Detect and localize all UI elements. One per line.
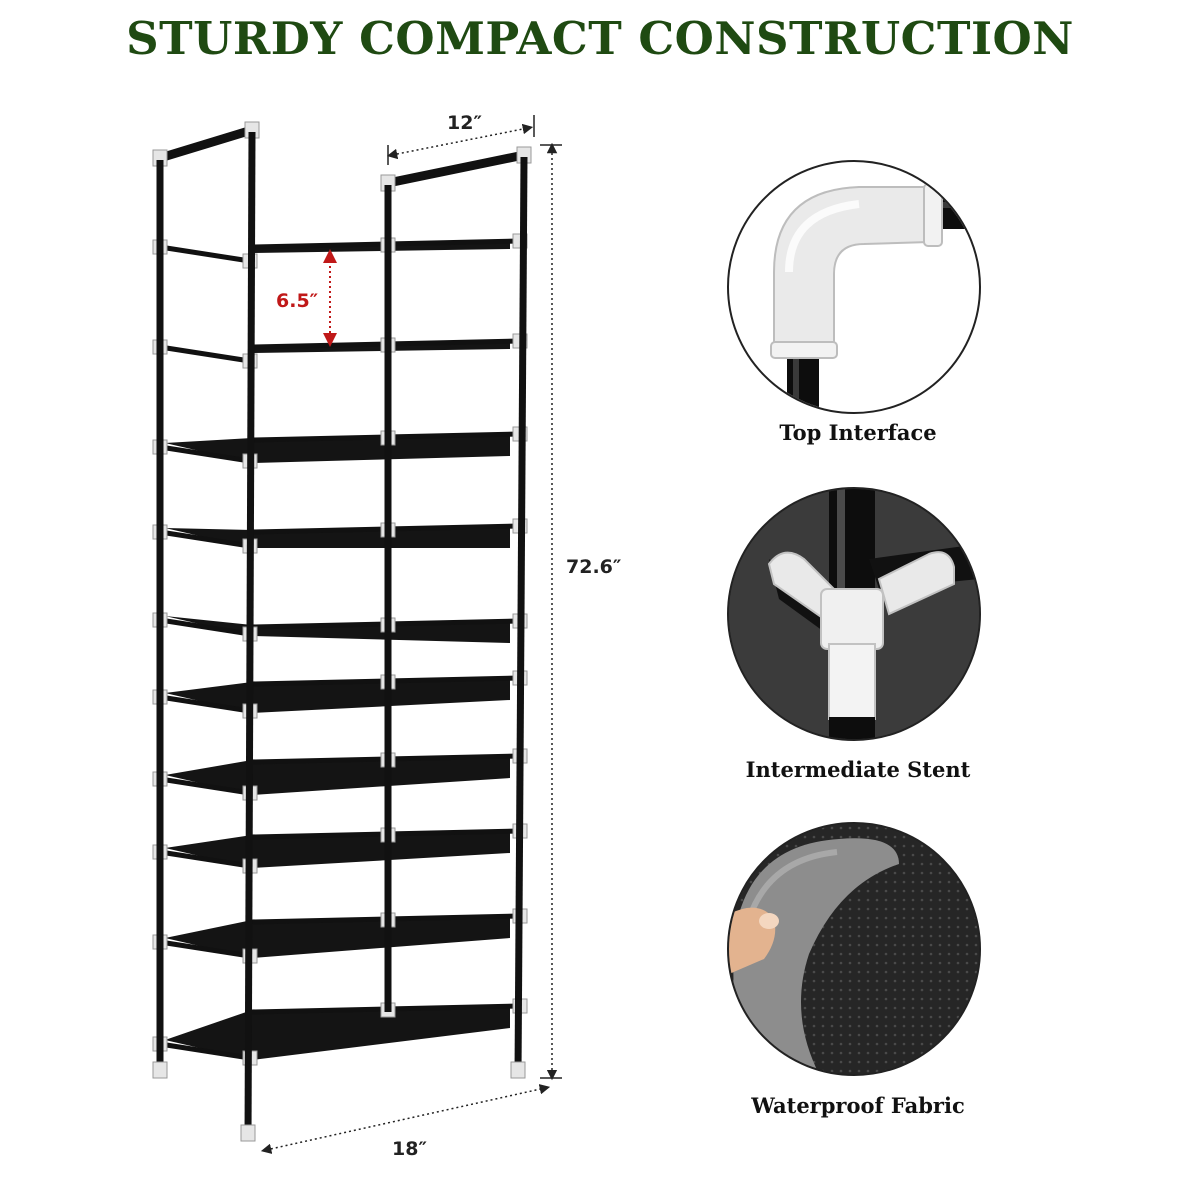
shelf-rail [159, 617, 251, 637]
shelf-rail [159, 344, 251, 364]
top-interface-caption: Top Interface [779, 420, 937, 445]
rack-shelves [152, 233, 528, 1066]
shelf-rail [159, 1041, 251, 1061]
shelf-gap-dimension-label: 6.5″ [276, 290, 319, 312]
width-dimension-label: 18″ [392, 1138, 427, 1160]
depth-dimension-label: 12″ [447, 112, 482, 134]
page-title: STURDY COMPACT CONSTRUCTION [126, 12, 1074, 65]
height-dimension-label: 72.6″ [566, 556, 622, 578]
intermediate-stent-photo [727, 487, 981, 741]
shelf-rail [159, 444, 251, 464]
intermediate-stent-caption: Intermediate Stent [745, 757, 971, 782]
shelf-rail [159, 244, 251, 264]
top-interface-photo [727, 160, 981, 414]
dimension-lines [260, 115, 562, 1154]
shelf-rail [159, 529, 251, 549]
rack-frame [152, 121, 532, 1142]
shelf-rail [159, 694, 251, 714]
shelf-rail [159, 776, 251, 796]
waterproof-fabric-photo [727, 822, 981, 1076]
waterproof-fabric-caption: Waterproof Fabric [751, 1093, 965, 1118]
shelf-rail [159, 939, 251, 959]
shelf-rail [159, 849, 251, 869]
